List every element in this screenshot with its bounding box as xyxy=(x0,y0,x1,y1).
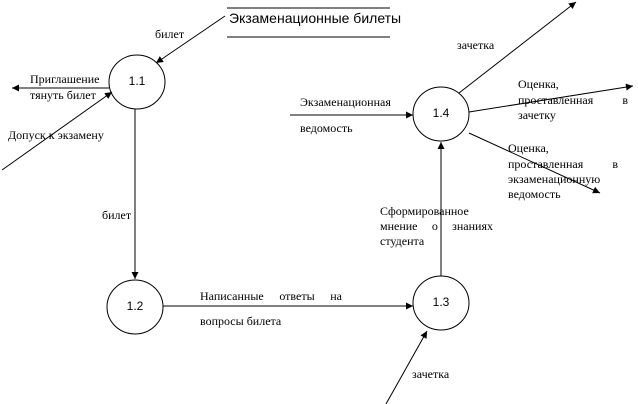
flow-exam-sheet-label-line1: Экзаменационная xyxy=(300,95,391,109)
flow-grade-sheet-label-line1: Оценка, xyxy=(508,141,549,155)
flow-formed-opinion-label-line1: Сформированное xyxy=(380,204,469,218)
flow-admission-label: Допуск к экзамену xyxy=(8,128,104,142)
flow-grade-book-arrow xyxy=(468,83,634,113)
flow-grade-sheet-label-line4: ведомость xyxy=(508,187,561,201)
process-1-2-label: 1.2 xyxy=(126,299,144,313)
flow-invitation-label-line1: Приглашение xyxy=(30,72,100,86)
flow-answers-label-line2: вопросы билета xyxy=(200,314,282,328)
flow-record-book-out-label: зачетка xyxy=(457,38,495,52)
process-1-4-circle xyxy=(412,86,470,142)
process-1-4-label: 1.4 xyxy=(432,106,450,120)
flow-grade-book-label-line2: проставленная в xyxy=(518,93,628,107)
flow-record-book-in-arrow xyxy=(385,330,428,404)
flow-exam-sheet-label-line2: ведомость xyxy=(300,121,353,135)
flow-ticket-from-store-arrow xyxy=(155,15,226,64)
process-1-2-circle xyxy=(106,279,164,335)
flow-record-book-out-arrow xyxy=(458,1,577,94)
flow-formed-opinion-label-line2: мнение о знаниях xyxy=(380,219,493,233)
flow-grade-book-label-line1: Оценка, xyxy=(518,77,559,91)
process-1-3-label: 1.3 xyxy=(432,295,450,309)
flow-admission-arrow xyxy=(1,91,113,171)
flow-invitation-label-line2: тянуть билет xyxy=(30,88,96,102)
flow-grade-book-label-line3: зачетку xyxy=(518,108,556,122)
store-title: Экзаменационные билеты xyxy=(229,10,402,26)
flow-ticket-down-label: билет xyxy=(102,208,132,222)
process-1-1-label: 1.1 xyxy=(128,74,146,88)
flow-formed-opinion-label-line3: студента xyxy=(380,234,425,248)
flow-grade-sheet-label-line2: проставленная в xyxy=(508,157,618,171)
process-1-1-circle xyxy=(108,54,166,110)
flow-grade-sheet-label-line3: экзаменационную xyxy=(508,172,601,186)
flow-record-book-in-label: зачетка xyxy=(412,367,450,381)
flow-grade-sheet-arrow xyxy=(468,132,601,194)
flow-answers-label-line1: Написанные ответы на xyxy=(200,289,342,303)
flow-ticket-from-store-label: билет xyxy=(155,27,185,41)
